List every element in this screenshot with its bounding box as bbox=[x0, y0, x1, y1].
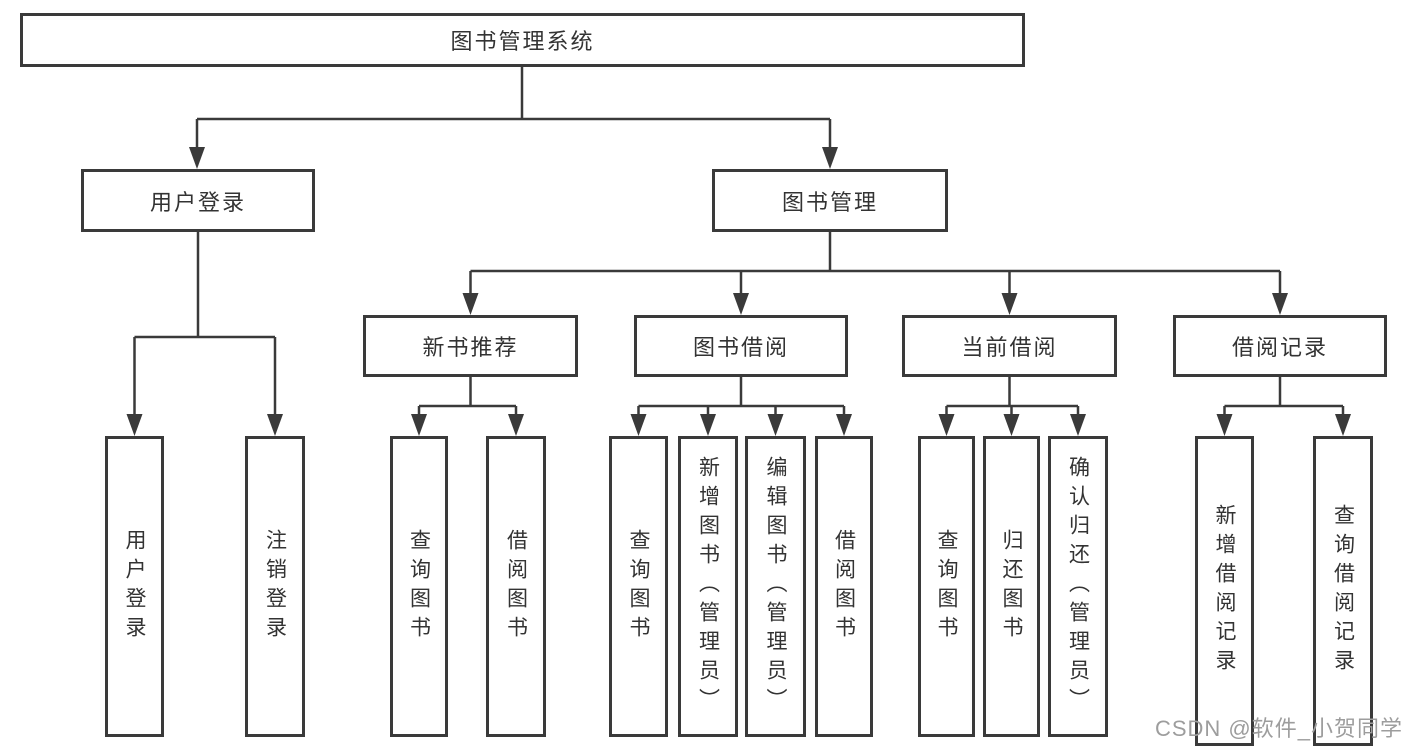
arrow-down-icon bbox=[630, 414, 647, 436]
leaf-return-books: 归还图书 bbox=[983, 436, 1040, 737]
arrow-down-icon bbox=[1335, 414, 1351, 436]
arrow-down-icon bbox=[462, 293, 479, 315]
node-book-borrowing: 图书借阅 bbox=[634, 315, 848, 377]
node-current-borrowing: 当前借阅 bbox=[902, 315, 1117, 377]
connector-root-to-level2 bbox=[195, 67, 832, 149]
node-library-management-system: 图书管理系统 bbox=[20, 13, 1025, 67]
leaf-query-books: 查询图书 bbox=[918, 436, 975, 737]
arrow-down-icon bbox=[836, 414, 852, 436]
arrow-down-icon bbox=[126, 414, 143, 436]
connector-bookmgmt-to-groups bbox=[469, 232, 1282, 295]
connector-userlogin-to-leaves bbox=[133, 232, 277, 416]
leaf-confirm-return-admin: 确认归还（管理员） bbox=[1048, 436, 1108, 737]
arrow-down-icon bbox=[1001, 293, 1018, 315]
arrow-down-icon bbox=[822, 147, 838, 169]
arrow-down-icon bbox=[1003, 414, 1020, 436]
connector-current-to-leaves bbox=[945, 377, 1080, 416]
leaf-add-books-admin: 新增图书（管理员） bbox=[678, 436, 738, 737]
arrow-down-icon bbox=[1216, 414, 1233, 436]
leaf-query-books: 查询图书 bbox=[609, 436, 668, 737]
arrow-down-icon bbox=[508, 414, 524, 436]
node-new-book-recommendation: 新书推荐 bbox=[363, 315, 578, 377]
connector-records-to-leaves bbox=[1223, 377, 1345, 416]
arrow-down-icon bbox=[267, 414, 283, 436]
leaf-borrow-books: 借阅图书 bbox=[486, 436, 546, 737]
leaf-user-login: 用户登录 bbox=[105, 436, 164, 737]
connector-borrow-to-leaves bbox=[637, 377, 846, 416]
arrow-down-icon bbox=[767, 414, 784, 436]
node-book-management: 图书管理 bbox=[712, 169, 948, 232]
csdn-watermark: CSDN @软件_小贺同学 bbox=[1154, 716, 1403, 741]
connector-newbook-to-leaves bbox=[417, 377, 518, 416]
leaf-query-books: 查询图书 bbox=[390, 436, 448, 737]
arrow-down-icon bbox=[1070, 414, 1086, 436]
arrow-down-icon bbox=[411, 414, 427, 436]
arrow-down-icon bbox=[733, 293, 749, 315]
arrow-down-icon bbox=[1272, 293, 1288, 315]
leaf-borrow-books: 借阅图书 bbox=[815, 436, 873, 737]
arrow-down-icon bbox=[189, 147, 205, 169]
leaf-edit-books-admin: 编辑图书（管理员） bbox=[745, 436, 806, 737]
node-borrowing-records: 借阅记录 bbox=[1173, 315, 1387, 377]
arrow-down-icon bbox=[938, 414, 955, 436]
leaf-add-borrow-record: 新增借阅记录 bbox=[1195, 436, 1254, 746]
leaf-logout: 注销登录 bbox=[245, 436, 305, 737]
arrow-down-icon bbox=[700, 414, 716, 436]
leaf-query-borrow-record: 查询借阅记录 bbox=[1313, 436, 1373, 746]
node-user-login: 用户登录 bbox=[81, 169, 315, 232]
